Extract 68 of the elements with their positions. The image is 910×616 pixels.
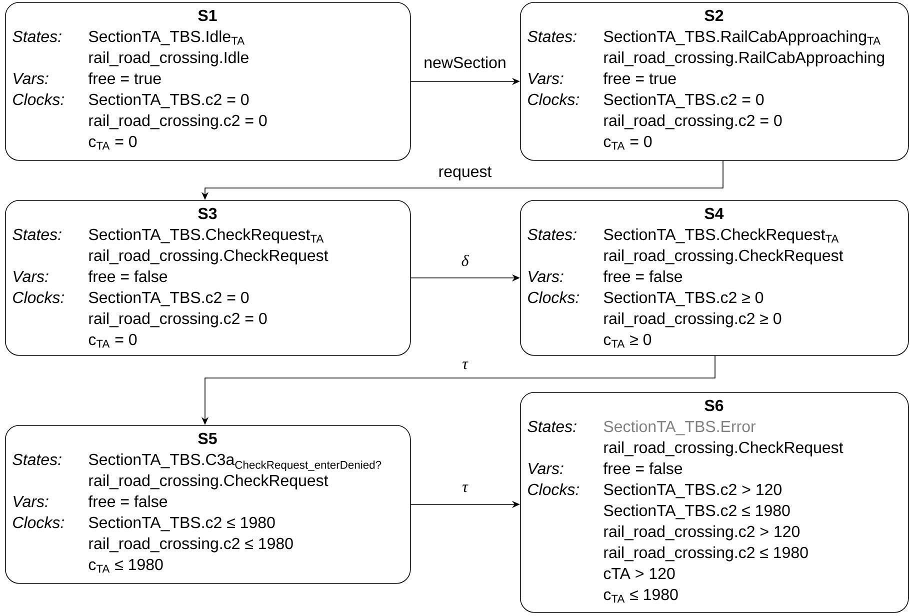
state-value: c$_{TA}$ = 0 <box>88 136 137 150</box>
state-value: c$_{TA}$ = 0 <box>604 136 652 150</box>
state-value: c$_{TA}$ ≥ 0 <box>604 334 652 348</box>
row-label: States: <box>528 420 576 432</box>
state-value: rail_road_crossing.c2 = 0 <box>604 114 782 130</box>
row-label: Vars: <box>14 271 48 282</box>
row-label: Vars: <box>14 496 48 508</box>
edge-label: request <box>437 166 493 182</box>
state-value: rail_road_crossing.c2 = 0 <box>89 114 267 130</box>
state-value: rail_road_crossing.c2 ≤ 1980 <box>89 537 293 552</box>
state-value: rail_road_crossing.c2 > 120 <box>604 525 800 540</box>
state-value: SectionTA_TBS.c2 > 120 <box>604 483 782 498</box>
row-label: Clocks: <box>13 291 64 304</box>
state-value: free = true <box>603 72 676 84</box>
state-value: SectionTA_TBS.Error <box>604 420 756 436</box>
state-value: free = true <box>88 72 161 84</box>
state-value: free = false <box>88 270 168 282</box>
state-name: S6 <box>704 400 724 412</box>
state-value: SectionTA_TBS.CheckRequest$_{TA}$ <box>88 228 324 244</box>
row-label: Clocks: <box>528 291 580 304</box>
row-label: Clocks: <box>13 516 64 528</box>
state-name: S3 <box>198 208 217 220</box>
state-value: rail_road_crossing.CheckRequest <box>604 441 844 456</box>
edge-label: δ <box>460 254 470 268</box>
row-label: States: <box>528 228 576 240</box>
state-value: rail_road_crossing.Idle <box>89 51 248 66</box>
state-name: S2 <box>704 10 724 22</box>
edge-label: newSection <box>422 55 508 70</box>
state-value: SectionTA_TBS.c2 ≤ 1980 <box>604 504 790 520</box>
state-value: SectionTA_TBS.c2 ≥ 0 <box>604 291 764 306</box>
state-value: rail_road_crossing.CheckRequest <box>89 249 328 264</box>
row-label: States: <box>12 454 62 466</box>
state-value: free = false <box>603 462 682 474</box>
state-value: free = false <box>88 495 168 508</box>
state-name: S1 <box>198 10 217 22</box>
state-name: S5 <box>198 432 217 444</box>
state-name: S4 <box>704 208 724 220</box>
state-value: rail_road_crossing.CheckRequest <box>604 249 844 264</box>
row-label: Clocks: <box>528 483 580 496</box>
edge-label: τ <box>461 484 469 494</box>
state-value: rail_road_crossing.c2 ≤ 1980 <box>604 546 808 562</box>
row-label: States: <box>12 30 62 42</box>
row-label: Vars: <box>528 271 564 282</box>
state-value: SectionTA_TBS.c2 ≤ 1980 <box>88 516 275 532</box>
row-label: States: <box>12 228 62 240</box>
row-label: States: <box>528 30 576 42</box>
state-value: cTA > 120 <box>604 568 675 580</box>
row-label: Clocks: <box>13 93 64 106</box>
state-value: c$_{TA}$ = 0 <box>88 334 137 348</box>
state-value: SectionTA_TBS.RailCabApproaching$_{TA}$ <box>604 30 881 46</box>
state-value: rail_road_crossing.c2 ≥ 0 <box>604 312 782 328</box>
state-value: rail_road_crossing.CheckRequest <box>89 474 328 490</box>
row-label: Vars: <box>528 463 564 474</box>
state-value: SectionTA_TBS.c2 = 0 <box>88 291 249 306</box>
edge-label: τ <box>461 360 469 370</box>
state-value: SectionTA_TBS.c2 = 0 <box>88 93 249 108</box>
state-value: SectionTA_TBS.c2 = 0 <box>604 93 764 108</box>
row-label: Clocks: <box>528 93 580 106</box>
state-value: rail_road_crossing.RailCabApproaching <box>604 51 884 66</box>
state-value: c$_{TA}$ ≤ 1980 <box>88 558 163 573</box>
state-value: c$_{TA}$ ≤ 1980 <box>604 588 678 603</box>
state-value: SectionTA_TBS.CheckRequest$_{TA}$ <box>604 228 839 244</box>
state-value: SectionTA_TBS.Idle$_{TA}$ <box>88 30 245 46</box>
state-value: $\text{SectionTA\_TBS.C3a}_{\text{CheckRequest\_enterDenied?}}$ <box>88 453 382 472</box>
state-value: free = false <box>603 270 682 282</box>
row-label: Vars: <box>528 73 564 84</box>
row-label: Vars: <box>14 73 48 84</box>
state-value: rail_road_crossing.c2 = 0 <box>89 312 267 328</box>
